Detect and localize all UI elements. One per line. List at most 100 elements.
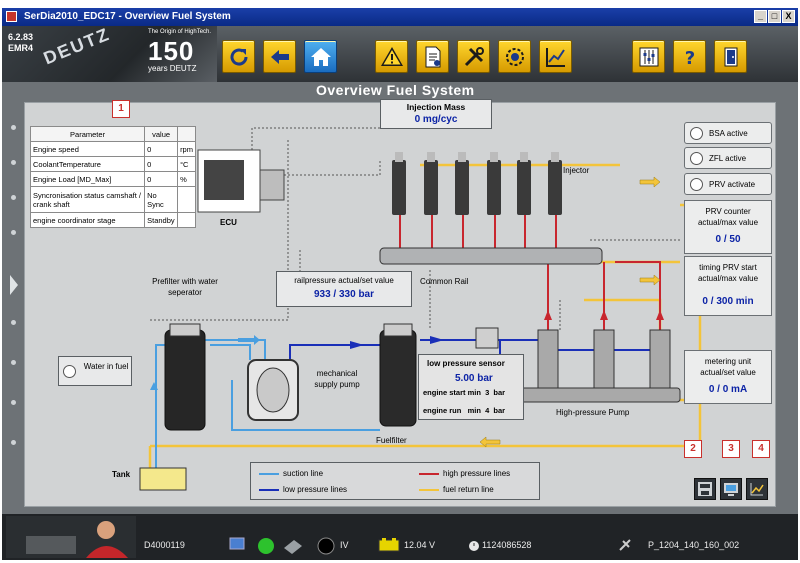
side-dot (11, 125, 16, 130)
param-value: Standby (144, 212, 179, 228)
prefilter-label: Prefilter with water seperator (152, 277, 218, 297)
side-dot (11, 160, 16, 165)
side-dot (11, 320, 16, 325)
prv-counter-label: PRV counter actual/max value (697, 207, 759, 227)
document-button[interactable] (416, 40, 449, 73)
chart-button[interactable] (539, 40, 572, 73)
sliders-icon (639, 47, 658, 66)
warning-button[interactable] (375, 40, 408, 73)
param-name: Syncronisation status camshaft / crank s… (29, 186, 146, 213)
legend-text: high pressure lines (443, 469, 511, 478)
help-icon: ? (684, 48, 694, 69)
zfl-indicator (690, 152, 703, 165)
table-header-row: Parameter value (29, 126, 196, 142)
low-pressure-sensor-box: low pressure sensor 5.00 bar engine star… (418, 354, 524, 420)
injector-label: Injector (563, 166, 590, 175)
battery-icon (378, 538, 400, 552)
table-row: Syncronisation status camshaft / crank s… (29, 186, 196, 213)
engineer-photo-icon (6, 516, 136, 558)
bsa-label: BSA active (709, 129, 748, 138)
tools-button[interactable] (457, 40, 490, 73)
ecu-label: ECU (220, 218, 237, 227)
badge-1: 1 (112, 100, 130, 118)
graph-button[interactable] (746, 478, 768, 500)
railpressure-label: railpressure actual/set value (294, 276, 394, 285)
engine-start-label: engine start min 3 bar (423, 388, 506, 397)
param-unit (177, 212, 196, 228)
badge-4: 4 (752, 440, 770, 458)
device-id: D4000119 (144, 540, 185, 550)
zfl-status: ZFL active (684, 147, 772, 169)
line-legend: suction line low pressure lines high pre… (250, 462, 540, 500)
legend-swatch (259, 488, 279, 491)
timer-icon (469, 541, 479, 551)
legend-swatch (259, 472, 279, 475)
fuelfilter-label: Fuelfilter (376, 436, 407, 445)
screen-button[interactable] (720, 478, 742, 500)
window-title: SerDia2010_EDC17 - Overview Fuel System (24, 11, 231, 22)
screen-title: Overview Fuel System (316, 82, 475, 98)
timing-prv-label: timing PRV start actual/max value (697, 263, 759, 283)
prv-counter-box: PRV counter actual/max value 0 / 50 (684, 200, 772, 254)
warning-icon (380, 46, 403, 66)
water-in-fuel-box: Water in fuel (58, 356, 132, 386)
hp-pump-label: High-pressure Pump (556, 408, 630, 417)
title-bar: SerDia2010_EDC17 - Overview Fuel System … (2, 8, 798, 26)
prv-status: PRV activate (684, 173, 772, 195)
legend-suction: suction line (259, 469, 323, 478)
side-dot (11, 195, 16, 200)
prv-indicator (690, 178, 703, 191)
access-level: IV (340, 540, 349, 550)
param-unit: % (177, 171, 196, 187)
refresh-icon (230, 48, 248, 66)
settings-button[interactable] (632, 40, 665, 73)
close-button[interactable]: X (782, 10, 795, 23)
param-unit: rpm (177, 141, 196, 157)
home-icon (310, 47, 331, 66)
legend-text: suction line (283, 469, 324, 478)
lp-sensor-value: 5.00 bar (455, 373, 493, 384)
battery-voltage: 12.04 V (404, 540, 436, 550)
legend-swatch (419, 488, 439, 491)
side-handle[interactable] (8, 100, 24, 500)
prv-counter-value: 0 / 50 (715, 234, 741, 245)
anniversary-text: years DEUTZ (148, 64, 197, 73)
tank-label: Tank (112, 470, 131, 479)
document-icon (425, 46, 440, 67)
table-row: Engine Load [MD_Max]0% (29, 171, 196, 187)
param-value: 0 (144, 156, 179, 172)
operator-head-icon (317, 537, 335, 555)
graph-icon (750, 483, 764, 496)
tools-icon (464, 46, 484, 66)
legend-fuel-return: fuel return line (419, 485, 494, 494)
session-id: P_1204_140_160_002 (648, 540, 740, 550)
bsa-status: BSA active (684, 122, 772, 144)
side-dot (11, 230, 16, 235)
engine-icon (505, 47, 524, 66)
screen-icon (724, 483, 738, 496)
lp-sensor-label: low pressure sensor (427, 359, 505, 368)
exit-button[interactable] (714, 40, 747, 73)
side-dot (11, 360, 16, 365)
water-in-fuel-label: Water in fuel (83, 362, 129, 371)
back-button[interactable] (263, 40, 296, 73)
water-in-fuel-indicator (63, 365, 76, 378)
minimize-button[interactable]: _ (754, 10, 767, 23)
param-value: 0 (144, 171, 179, 187)
bsa-indicator (690, 127, 703, 140)
save-icon (698, 482, 712, 496)
save-button[interactable] (694, 478, 716, 500)
home-button[interactable] (304, 40, 337, 73)
header-unit (177, 126, 196, 142)
prv-label: PRV activate (709, 180, 756, 189)
help-button[interactable]: ? (673, 40, 706, 73)
engine-button[interactable] (498, 40, 531, 73)
maximize-button[interactable]: □ (768, 10, 781, 23)
refresh-button[interactable] (222, 40, 255, 73)
legend-high-pressure: high pressure lines (419, 469, 510, 478)
timing-prv-value: 0 / 300 min (702, 296, 754, 307)
